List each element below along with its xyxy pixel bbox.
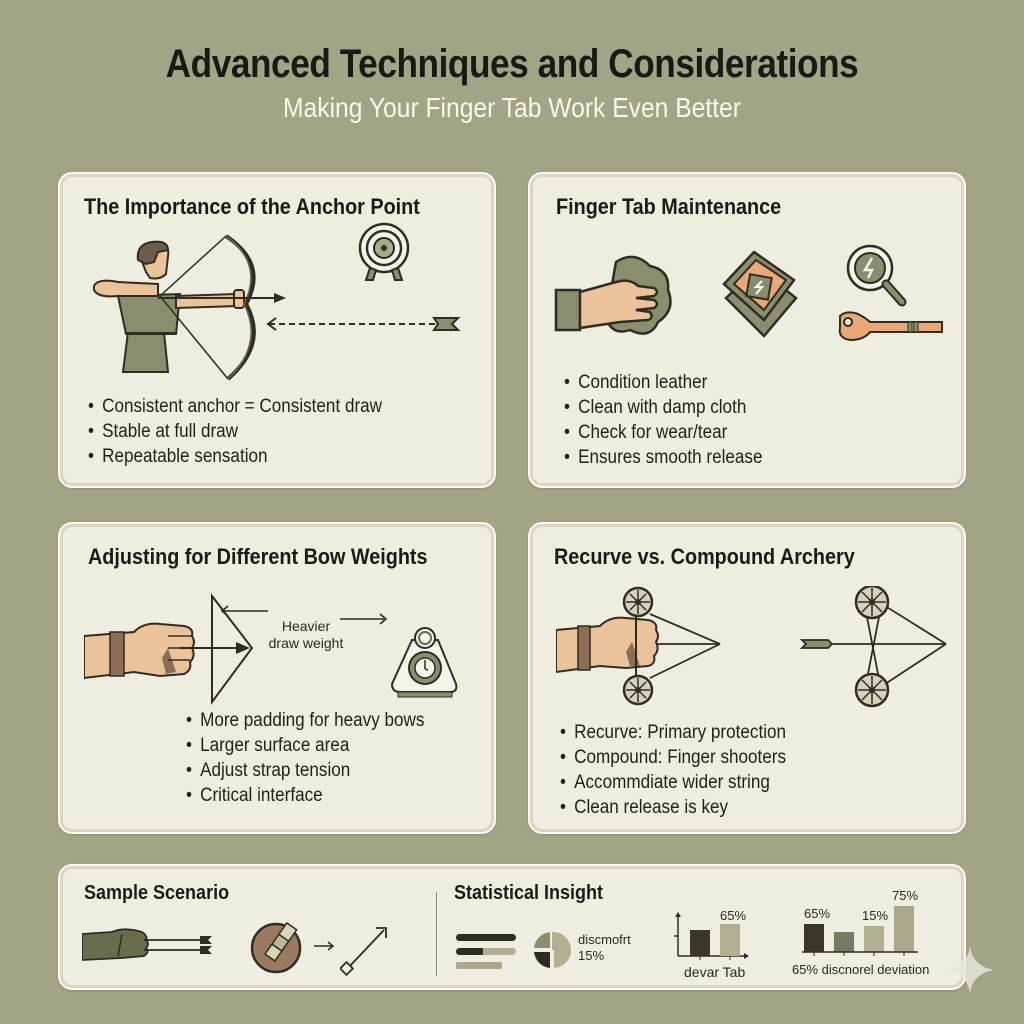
archer-drawing-bow-icon: [93, 234, 286, 381]
weight-scale-icon: [390, 627, 458, 698]
section-divider: [436, 892, 437, 976]
bottom-banner: Sample Scenario Statistical Insight: [58, 864, 966, 990]
released-arrow-icon: [340, 927, 387, 976]
dashed-arrow-icon: [266, 317, 461, 331]
compound-bow-icon: [800, 586, 947, 708]
cam-wheel-icon: [622, 586, 654, 618]
page-subtitle: Making Your Finger Tab Work Even Better: [283, 92, 741, 123]
progress-bar: [456, 962, 502, 969]
cam-wheel-icon: [854, 586, 890, 620]
strap-tool-icon: [838, 311, 943, 342]
recurve-compound-card: Recurve vs. Compound Archery: [528, 522, 966, 834]
card-title: Adjusting for Different Bow Weights: [88, 544, 428, 569]
anchor-bullet-list: Consistent anchor = Consistent draw Stab…: [88, 394, 415, 469]
chart2-caption: 65% discnorel deviation: [792, 962, 930, 977]
label-line: Heavier: [281, 618, 331, 634]
anchor-point-card: The Importance of the Anchor Point: [58, 172, 496, 488]
maintenance-bullet-list: Condition leather Clean with damp cloth …: [564, 370, 785, 470]
pie-label: discmofrt 15%: [578, 932, 631, 964]
card-title: Finger Tab Maintenance: [556, 194, 782, 219]
pie-label-line: 15%: [578, 948, 605, 963]
magnifier-inspect-icon: [846, 244, 907, 307]
bullet-item: Check for wear/tear: [564, 420, 762, 445]
scenario-title: Sample Scenario: [84, 882, 230, 904]
card-title: Recurve vs. Compound Archery: [554, 544, 855, 569]
bar-chart-1: [674, 912, 749, 960]
chart1-value-label: 65%: [720, 908, 747, 923]
sparkle-icon: [946, 946, 994, 994]
hand-compound-bow-icon: [556, 586, 721, 706]
cam-wheel-icon: [622, 674, 654, 706]
fist-with-arrows-icon: [82, 928, 212, 961]
progress-bar: [456, 948, 516, 955]
card-title: The Importance of the Anchor Point: [84, 194, 420, 219]
bullet-item: Compound: Finger shooters: [560, 745, 786, 770]
bullet-item: Clean with damp cloth: [564, 395, 762, 420]
bullet-item: Ensures smooth release: [564, 445, 762, 470]
recurve-bullet-list: Recurve: Primary protection Compound: Fi…: [560, 720, 811, 820]
bow-weights-card: Adjusting for Different Bow Weights Heav…: [58, 522, 496, 834]
chart2-label-3: 15%: [862, 908, 889, 923]
bullet-item: Recurve: Primary protection: [560, 720, 786, 745]
chart2-label-4: 75%: [892, 888, 919, 903]
weights-bullet-list: More padding for heavy bows Larger surfa…: [186, 708, 451, 808]
bullet-item: Clean release is key: [560, 795, 786, 820]
chart1-caption: devar Tab: [684, 964, 746, 980]
stats-title: Statistical Insight: [454, 882, 604, 904]
label-line: draw weight: [268, 635, 344, 651]
leather-tab-stack-icon: [722, 250, 798, 338]
bullet-item: Stable at full draw: [88, 419, 382, 444]
finger-tab-disc-icon: [250, 921, 302, 974]
pie-chart-icon: [534, 931, 572, 968]
bullet-item: Accommdiate wider string: [560, 770, 786, 795]
heavier-draw-weight-label: Heavier draw weight: [256, 618, 356, 652]
bullet-item: More padding for heavy bows: [186, 708, 424, 733]
bullet-item: Repeatable sensation: [88, 444, 382, 469]
maintenance-card: Finger Tab Maintenance Condition leather…: [528, 172, 966, 488]
bullet-item: Condition leather: [564, 370, 762, 395]
bullet-item: Adjust strap tension: [186, 758, 424, 783]
progress-bar: [456, 934, 516, 941]
hand-drawing-bow-icon: [84, 593, 254, 706]
progress-fill: [456, 948, 483, 955]
page-title: Advanced Techniques and Considerations: [165, 42, 859, 86]
target-icon: [358, 222, 410, 281]
bullet-item: Consistent anchor = Consistent draw: [88, 394, 382, 419]
bar-chart-2: [802, 906, 918, 956]
pie-label-line: discmofrt: [578, 932, 631, 947]
bullet-item: Critical interface: [186, 783, 424, 808]
bullet-item: Larger surface area: [186, 733, 424, 758]
right-arrow-icon: [314, 941, 335, 951]
cam-wheel-icon: [854, 672, 890, 708]
hand-wiping-cloth-icon: [554, 255, 672, 335]
left-arrow-icon: [220, 605, 268, 617]
right-arrow-icon: [340, 613, 388, 625]
chart2-label-1: 65%: [804, 906, 831, 921]
